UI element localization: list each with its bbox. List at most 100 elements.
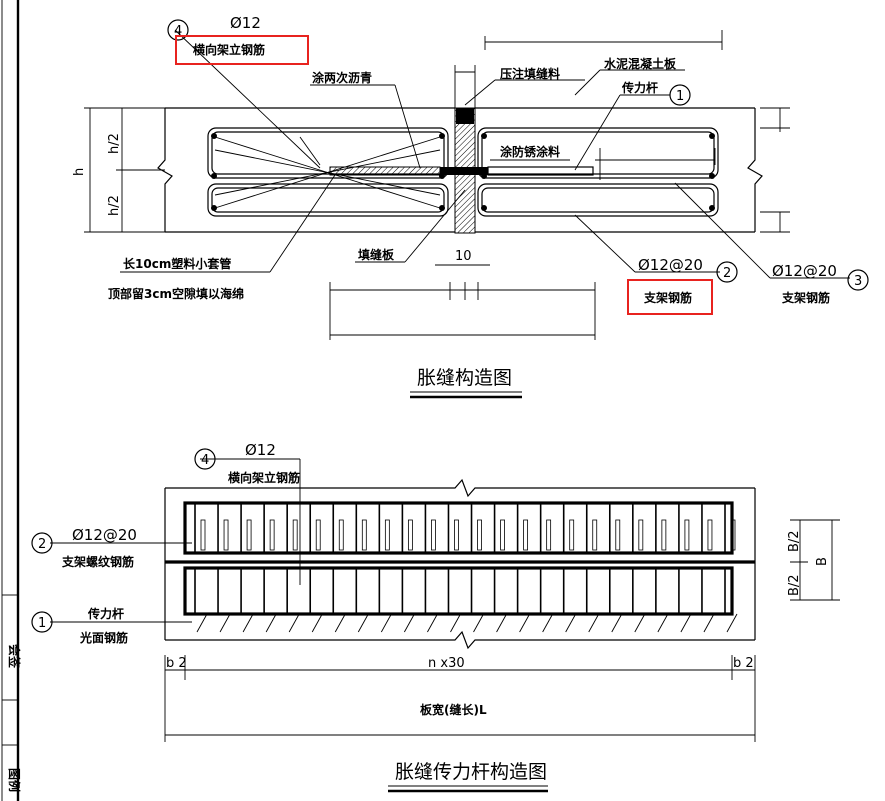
callout-4: 4 bbox=[174, 24, 182, 39]
label-slab-width: 板宽(缝长)L bbox=[420, 702, 487, 717]
highlight-box-bar2 bbox=[627, 279, 713, 315]
dowel-sleeve bbox=[384, 519, 390, 551]
label-antirust: 涂防锈涂料 bbox=[500, 144, 560, 159]
label-plain-bar: 光面钢筋 bbox=[79, 630, 128, 645]
dowel-tick bbox=[265, 613, 277, 633]
dowel-tick bbox=[519, 613, 531, 633]
dowel-sleeve bbox=[292, 519, 298, 551]
dowel-sleeve bbox=[246, 519, 252, 551]
callout-2b: 2 bbox=[38, 537, 46, 552]
dowel-tick bbox=[357, 613, 369, 633]
label-asphalt: 涂两次沥青 bbox=[312, 70, 372, 85]
dowel-sleeve bbox=[269, 519, 275, 551]
dim-B2-lower: B/2 bbox=[787, 574, 802, 596]
label-dowel-b: 传力杆 bbox=[87, 606, 124, 621]
dowel-sleeve bbox=[315, 519, 321, 551]
dowel-sleeve bbox=[523, 519, 529, 551]
dowel-tick bbox=[196, 613, 208, 633]
title-expansion-joint: 胀缝构造图 bbox=[417, 367, 512, 389]
filler-top bbox=[456, 108, 474, 124]
dowel-sleeve bbox=[592, 519, 598, 551]
dowel-tick bbox=[611, 613, 623, 633]
diameter-bar2b: Ø12@20 bbox=[72, 526, 137, 544]
dowel-tick bbox=[588, 613, 600, 633]
dowel-sleeve bbox=[361, 519, 367, 551]
dowel-sleeve bbox=[407, 519, 413, 551]
dowel-tick bbox=[311, 613, 323, 633]
dowel-sleeve bbox=[477, 519, 482, 551]
dowel-tick bbox=[219, 613, 231, 633]
dowel-coated bbox=[329, 166, 441, 176]
callout-circle-1b bbox=[31, 611, 53, 633]
dowel-plan-view: 4 Ø12 横向架立钢筋 Ø12@20 2 支架螺纹钢筋 1 传力杆 光面钢筋 … bbox=[31, 441, 840, 793]
dowel-tick bbox=[496, 613, 507, 633]
dowel-tick bbox=[288, 613, 300, 633]
callout-circle-2 bbox=[716, 261, 738, 283]
highlight-box-bar4 bbox=[175, 35, 309, 65]
dim-B: B bbox=[815, 557, 830, 566]
dim-b2-left: b 2 bbox=[166, 656, 187, 671]
callout-circle-4 bbox=[167, 19, 189, 41]
sidebar-text-a: 会签 bbox=[7, 644, 22, 669]
diameter-bar3: Ø12@20 bbox=[772, 262, 837, 280]
dowel-sleeve bbox=[638, 519, 644, 551]
dowel-tick bbox=[403, 613, 415, 633]
label-transverse-bar: 横向架立钢筋 bbox=[193, 42, 265, 57]
callout-1: 1 bbox=[676, 89, 684, 104]
dowel-sleeve bbox=[454, 519, 459, 551]
label-joint-board: 填缝板 bbox=[358, 247, 395, 262]
dim-h2-upper: h/2 bbox=[107, 133, 122, 154]
dowel-tick bbox=[726, 613, 738, 633]
dowel-tick bbox=[542, 613, 554, 633]
expansion-joint-section: 4 Ø12 横向架立钢筋 涂两次沥青 压注填缝料 水泥混凝土板 传力杆 1 涂防… bbox=[72, 14, 869, 399]
dim-nx30: n x30 bbox=[428, 656, 465, 671]
dim-B2-upper: B/2 bbox=[787, 530, 802, 552]
callout-3: 3 bbox=[854, 274, 862, 289]
dowel-tick bbox=[634, 613, 646, 633]
label-gap: 顶部留3cm空隙填以海绵 bbox=[108, 286, 244, 301]
dowel-tick bbox=[450, 613, 461, 633]
dowel-sleeve bbox=[684, 519, 690, 551]
label-concrete-slab: 水泥混凝土板 bbox=[604, 56, 677, 71]
dowel-sleeve bbox=[200, 519, 206, 551]
diameter-bar4: Ø12 bbox=[230, 14, 261, 32]
callout-circle-4b bbox=[194, 448, 216, 470]
callout-circle-3 bbox=[847, 269, 869, 291]
dowel-tick bbox=[657, 613, 669, 633]
callout-2: 2 bbox=[723, 266, 731, 281]
dowel-sleeve bbox=[730, 519, 736, 551]
dowel-sleeve bbox=[707, 519, 713, 551]
dowel-sleeve bbox=[431, 519, 436, 551]
cage-uprights bbox=[194, 503, 738, 633]
callout-4b: 4 bbox=[201, 453, 209, 468]
dowel-tick bbox=[703, 613, 715, 633]
dowel-sleeve bbox=[615, 519, 621, 551]
label-transverse-bar-b: 横向架立钢筋 bbox=[228, 470, 300, 485]
label-sleeve: 长10cm塑料小套管 bbox=[123, 256, 231, 271]
dim-10: 10 bbox=[455, 249, 472, 264]
sheet-border: 会签 图例 bbox=[1, 0, 22, 801]
dowel-sleeve bbox=[223, 519, 229, 551]
dowel-tick bbox=[242, 613, 254, 633]
dowel-sleeve bbox=[569, 519, 575, 551]
dowel-sleeve bbox=[338, 519, 344, 551]
label-support-bar3: 支架钢筋 bbox=[781, 290, 830, 305]
label-filler: 压注填缝料 bbox=[500, 66, 560, 81]
label-support-bar2: 支架钢筋 bbox=[643, 290, 692, 305]
diameter-bar2: Ø12@20 bbox=[638, 256, 703, 274]
dowel-tick bbox=[473, 613, 484, 633]
callout-1b: 1 bbox=[38, 616, 46, 631]
dowel-tick bbox=[427, 613, 438, 633]
dowel-sleeve bbox=[546, 519, 552, 551]
dim-h: h bbox=[72, 168, 87, 176]
dowel-tick bbox=[565, 613, 577, 633]
dowel-tick bbox=[334, 613, 346, 633]
label-threaded-bar: 支架螺纹钢筋 bbox=[61, 554, 134, 569]
dowel-tick bbox=[380, 613, 392, 633]
dowel-sleeve bbox=[661, 519, 667, 551]
diameter-bar4b: Ø12 bbox=[245, 441, 276, 459]
callout-circle-1 bbox=[669, 84, 691, 106]
dim-h2-lower: h/2 bbox=[107, 195, 122, 216]
dowel-tick bbox=[680, 613, 692, 633]
